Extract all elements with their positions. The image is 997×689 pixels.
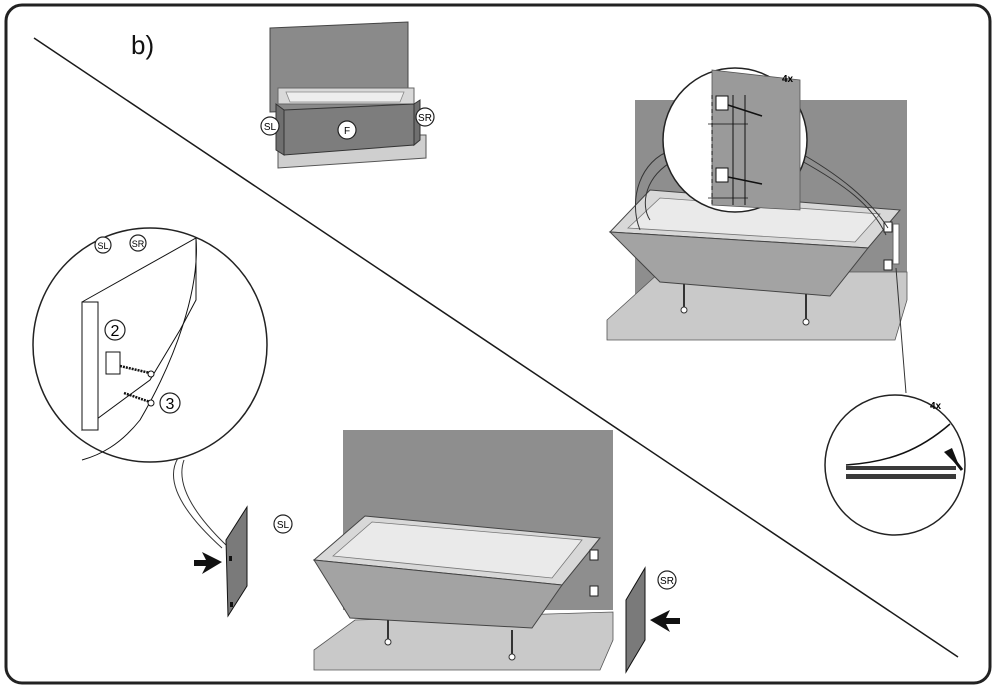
side-panel-sl — [225, 505, 248, 618]
label-sr-bottom: SR — [657, 570, 677, 590]
label-sl-circle-left: SL — [94, 236, 112, 254]
step-3: 3 — [166, 396, 175, 413]
step-2: 2 — [111, 323, 120, 340]
overview-tub-basin — [285, 91, 405, 103]
overview-label-sr: SR — [415, 107, 435, 127]
diagonal-divider — [33, 37, 959, 658]
qty-right: 4x — [930, 401, 942, 412]
tub-body — [608, 231, 869, 297]
screw-icon — [727, 104, 763, 117]
label-sl-bottom-text: SL — [277, 520, 290, 531]
label-sr-bottom-text: SR — [660, 576, 674, 587]
screw-icon — [123, 391, 151, 404]
label-sl-left: SL — [97, 241, 108, 251]
end-panel-edge — [892, 223, 900, 265]
side-panel-sr — [625, 566, 646, 674]
detail-magnifier-seal — [824, 394, 966, 536]
bath-niche-scene — [312, 430, 614, 671]
bracket-icon — [715, 167, 729, 183]
label-sl-top: SL — [264, 122, 277, 133]
step-label: b) — [131, 30, 154, 60]
arrow-icon — [194, 552, 222, 574]
bracket-icon — [589, 585, 599, 597]
detail-magnifier-top — [662, 67, 808, 213]
seal-curve — [845, 423, 951, 466]
arrow-icon — [650, 610, 680, 632]
overview-bath-panels — [269, 21, 427, 169]
overview-label-sl: SL — [260, 116, 280, 136]
detail-magnifier-bracket — [32, 227, 268, 463]
bracket-icon — [715, 95, 729, 111]
bracket-icon — [883, 221, 893, 233]
screw-icon — [119, 364, 151, 375]
seal-strip-lower — [846, 474, 956, 479]
label-sr-top: SR — [418, 113, 432, 124]
screw-icon — [727, 176, 763, 185]
qty-top: 4x — [782, 74, 794, 85]
label-f: F — [344, 126, 350, 137]
seal-strip-upper — [846, 466, 956, 470]
detail-wall — [711, 69, 801, 211]
label-sr-left: SR — [132, 239, 145, 249]
label-sr-circle-left: SR — [129, 234, 147, 252]
overview-left-panel — [275, 103, 285, 156]
niche-tub-body — [313, 559, 563, 629]
niche-tub-basin — [332, 521, 583, 579]
overview-label-f: F — [337, 120, 357, 140]
bracket-icon — [105, 351, 121, 375]
step-2-callout: 2 — [104, 319, 126, 341]
step-3-callout: 3 — [159, 392, 181, 414]
label-sl-bottom: SL — [273, 514, 293, 534]
bracket-icon — [589, 549, 599, 561]
tub-basin — [627, 197, 881, 243]
bracket-icon — [883, 259, 893, 271]
